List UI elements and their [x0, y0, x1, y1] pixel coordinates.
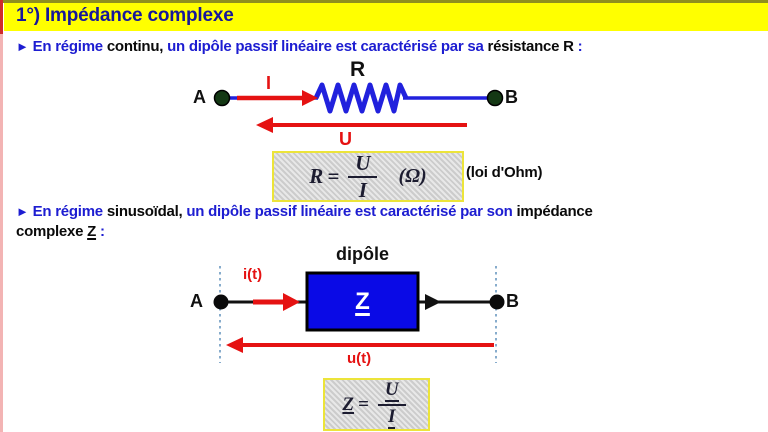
ac-circuit-drawing: [213, 266, 505, 363]
voltage-arrow: [226, 337, 494, 353]
formula-fraction: U I: [348, 152, 378, 202]
node-a-label: A: [193, 87, 206, 107]
node-b-dot: [489, 294, 505, 310]
bullet2-line2-text: complexe: [16, 222, 88, 240]
dc-circuit-drawing: [213, 82, 504, 133]
denominator-underlined: I: [388, 406, 396, 429]
impedance-formula-box: Z = U I: [323, 378, 430, 431]
node-b-dot: [486, 89, 504, 107]
formula-fraction: U I: [377, 379, 406, 429]
formula-equals: =: [358, 393, 369, 415]
current-arrow: [253, 293, 300, 311]
ohm-law-caption: (loi d'Ohm): [466, 164, 543, 181]
current-label: i(t): [243, 266, 263, 283]
node-b-label: B: [505, 87, 518, 107]
resistor-zigzag: [313, 82, 409, 114]
bullet-arrow-icon: ►: [16, 39, 29, 54]
left-border: [0, 0, 3, 432]
fraction-denominator: I: [378, 406, 406, 429]
ohm-law-formula-box: R = U I (Ω): [272, 151, 464, 202]
bullet-regime-sinusoidal: ►En régime sinusoïdal, un dipôle passif …: [16, 202, 768, 241]
resistor-label: R: [350, 58, 366, 81]
bullet1-text-black: continu,: [106, 38, 164, 55]
bullet1-text-black: résistance R: [487, 38, 574, 55]
wire-direction-arrowhead: [425, 294, 441, 310]
bullet2-text-black: sinusoïdal,: [106, 203, 183, 220]
bullet2-text-blue: un dipôle passif linéaire est caractéris…: [182, 203, 517, 220]
node-a-label: A: [190, 291, 203, 311]
top-border: [0, 0, 768, 3]
bullet1-colon: :: [573, 38, 583, 55]
impedance-symbol: Z: [355, 287, 370, 315]
fraction-numerator: U: [348, 152, 378, 178]
bullet2-text-blue: En régime: [32, 203, 107, 220]
voltage-label: u(t): [347, 350, 372, 367]
formula-unit: (Ω): [398, 165, 427, 187]
current-label: I: [266, 73, 272, 93]
numerator-underlined: U: [384, 379, 399, 402]
dipole-box-title: dipôle: [336, 244, 389, 264]
node-a-dot: [213, 294, 229, 310]
title-highlight-bar: 1°) Impédance complexe: [4, 3, 768, 31]
formula-equals: =: [327, 164, 340, 188]
bullet-arrow-icon: ►: [16, 204, 29, 219]
impedance-box: [305, 271, 420, 332]
node-b-label: B: [506, 291, 519, 311]
voltage-label: U: [339, 129, 352, 149]
bullet2-colon: :: [96, 222, 105, 240]
bullet2-text-black: impédance: [516, 203, 593, 220]
page-title: 1°) Impédance complexe: [16, 5, 234, 26]
fraction-numerator: U: [377, 379, 406, 406]
formula-lhs: R: [309, 164, 324, 188]
formula-lhs: Z: [342, 393, 355, 415]
current-arrow: [237, 90, 318, 106]
bullet-regime-continu: ►En régime continu, un dipôle passif lin…: [16, 37, 764, 57]
voltage-arrow: [256, 117, 467, 133]
impedance-symbol-inline: Z: [87, 222, 97, 240]
node-a-dot: [213, 89, 231, 107]
bullet1-text-blue: En régime: [32, 38, 107, 55]
fraction-denominator: I: [358, 178, 367, 202]
bullet1-text-blue: un dipôle passif linéaire est caractéris…: [163, 38, 488, 55]
